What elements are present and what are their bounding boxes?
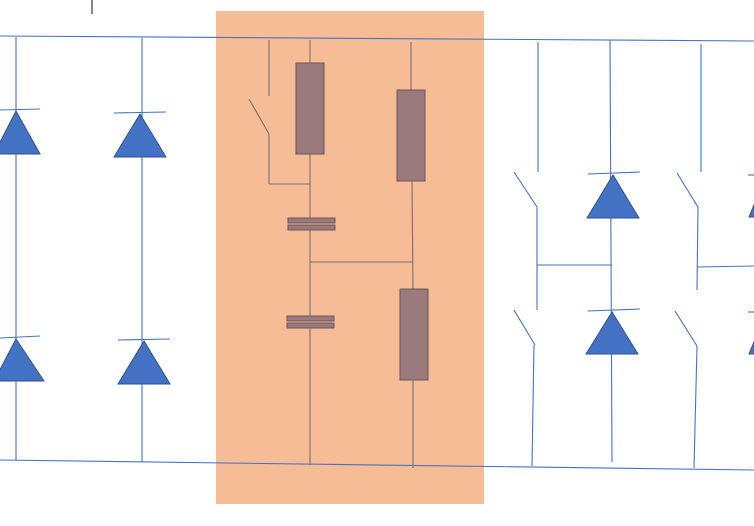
highlight-region [216, 11, 484, 504]
diode-symbol [585, 311, 639, 355]
top-bus-wire [0, 35, 754, 42]
diode-symbol [113, 113, 167, 158]
switch-blade [513, 171, 538, 208]
right-column-a-wire-bottom [531, 344, 535, 467]
switch-blade [513, 309, 536, 346]
diode-symbol [0, 109, 41, 155]
diode-bar [0, 108, 41, 111]
diode-symbol-partial [748, 340, 754, 355]
diode-symbol [117, 340, 171, 385]
switch-blade [674, 310, 698, 347]
capacitor-plate-top [287, 217, 336, 224]
capacitor-plate-bottom [287, 224, 336, 231]
resistor-symbol [399, 288, 429, 381]
capacitor-plate-bottom [286, 322, 335, 329]
resistor-symbol [295, 62, 325, 155]
right-diode-column-wire [609, 39, 613, 463]
capacitor-plate-top [286, 315, 335, 322]
resistor-symbol [396, 89, 426, 182]
diode-bar [0, 335, 41, 339]
diode-symbol-partial [748, 203, 754, 218]
diode-bar [587, 308, 641, 312]
diode-symbol [586, 174, 640, 219]
right-column-b-wire-mid [696, 206, 699, 291]
diode-symbol [0, 338, 45, 382]
switch-blade [248, 98, 270, 135]
right-column-b-cross-wire [696, 265, 754, 268]
right-column-b-wire-bottom [693, 345, 698, 469]
diode-bar [113, 111, 167, 114]
diode-bar [587, 171, 641, 175]
bottom-bus-wire [0, 459, 754, 471]
diode-bar [117, 338, 171, 341]
switch-blade [676, 172, 699, 208]
center-right-wire-mid [411, 180, 414, 290]
